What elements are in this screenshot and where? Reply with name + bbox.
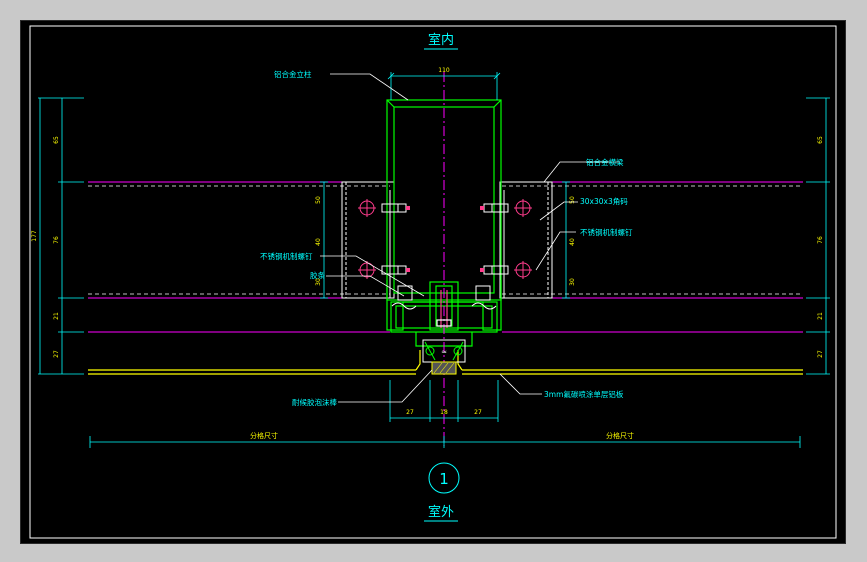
left-angle-bracket: [341, 181, 395, 299]
detail-bubble: [428, 462, 460, 494]
title-outdoor: 室外: [428, 504, 454, 520]
leaders: [320, 73, 620, 403]
dim-left-seg2: 76: [53, 236, 60, 244]
label-foam-rod: 耐候胶泡沫棒: [292, 397, 337, 407]
dim-right-seg3: 21: [817, 312, 824, 320]
outer-clip: ≈: [422, 339, 466, 363]
dim-right-seg4: 27: [817, 350, 824, 358]
dim-bottom-left: 27: [406, 409, 414, 416]
dim-right-seg2: 76: [817, 236, 824, 244]
machine-screws: [381, 203, 509, 275]
transom-dashed: [88, 185, 803, 295]
foam-hatch: [433, 362, 455, 374]
dim-bottom: [389, 380, 499, 422]
label-screw-right: 不锈钢机制螺钉: [580, 227, 633, 237]
dim-left-seg1: 65: [53, 136, 60, 144]
label-glue: 胶条: [310, 270, 325, 280]
transom-lines: [88, 181, 803, 333]
dim-bracket-c-right: 30: [569, 278, 576, 286]
svg-text:≈: ≈: [441, 348, 447, 356]
center-screw: [436, 290, 452, 328]
dim-left-seg4: 27: [53, 350, 60, 358]
dim-grid: [89, 436, 801, 448]
bracket-dims-right: [562, 181, 570, 299]
dim-bracket-a-left: 50: [315, 196, 322, 204]
label-angle: 30x30x3角码: [580, 196, 628, 206]
right-angle-bracket: [499, 181, 553, 299]
label-grid-right: 分格尺寸: [606, 431, 634, 440]
cad-viewport[interactable]: 室内: [20, 20, 846, 544]
label-screw-left: 不锈钢机制螺钉: [260, 251, 313, 261]
dim-bottom-right: 27: [474, 409, 482, 416]
dim-left-total: 177: [31, 230, 38, 242]
bracket-dims-left: [320, 181, 328, 299]
drawing-border: [29, 25, 837, 539]
dim-left: [38, 97, 84, 375]
glue-strips: [391, 285, 497, 310]
screw-heads: [406, 206, 484, 272]
label-panel: 3mm氟碳喷涂单层铝板: [544, 389, 624, 399]
dim-top: [387, 72, 501, 100]
detail-number: 1: [439, 470, 449, 488]
dim-left-seg3: 21: [53, 312, 60, 320]
dim-top-width: 110: [438, 67, 450, 74]
dim-right-seg1: 65: [817, 136, 824, 144]
dim-bracket-c-left: 30: [315, 278, 322, 286]
dim-bracket-b-right: 40: [569, 238, 576, 246]
dim-bracket-b-left: 40: [315, 238, 322, 246]
bolts: [358, 199, 532, 279]
label-mullion: 铝合金立柱: [274, 69, 312, 79]
title-indoor: 室内: [428, 32, 454, 48]
aluminum-panel: [88, 350, 803, 375]
dim-bottom-mid: 18: [440, 409, 448, 416]
dim-right: [806, 97, 830, 375]
section-drawing: 室内: [29, 25, 837, 539]
dim-bracket-a-right: 50: [569, 196, 576, 204]
label-grid-left: 分格尺寸: [250, 431, 278, 440]
label-transom: 铝合金横梁: [586, 157, 624, 167]
